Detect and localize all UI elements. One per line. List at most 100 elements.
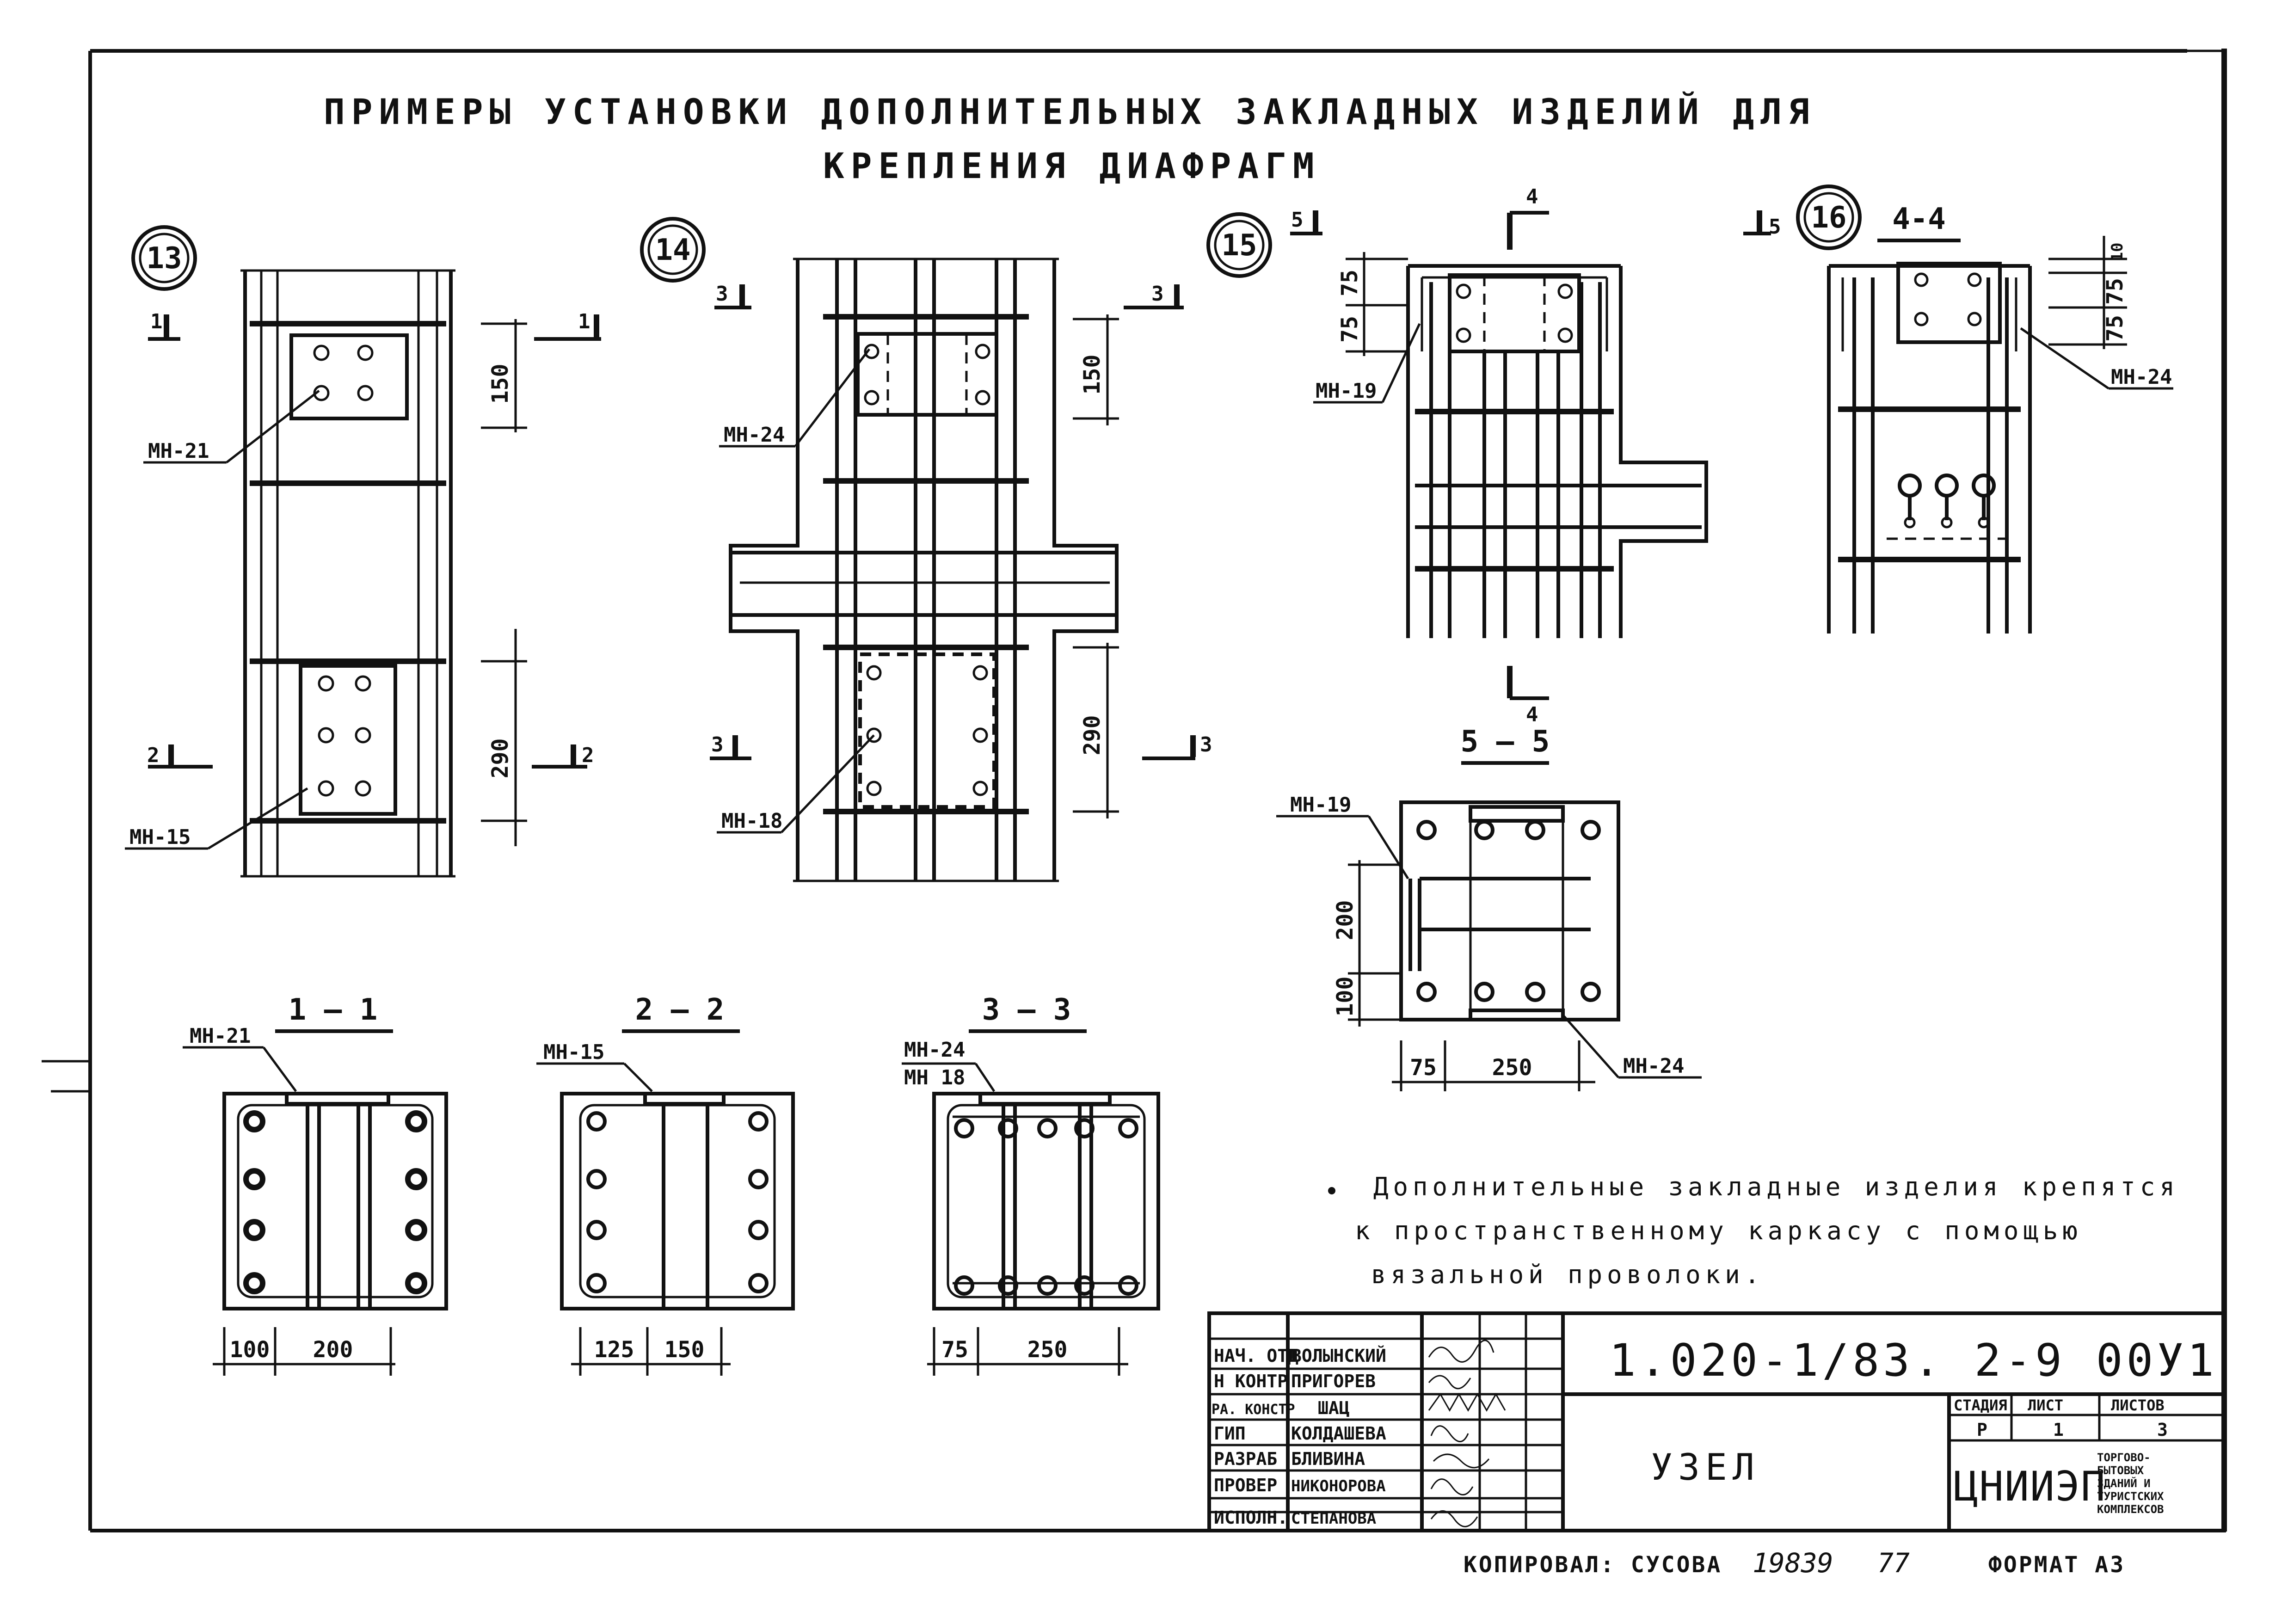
dim-150-22: 150	[664, 1337, 705, 1363]
section-2-2: 2 — 2 125 150 МН-15	[536, 993, 795, 1376]
dim-150: 150	[487, 364, 513, 404]
section-1-1: 1 — 1 100 200 МН-21	[183, 993, 448, 1376]
dim-100-55: 100	[1332, 977, 1358, 1017]
cut-mark-3-top-left: 3	[716, 282, 728, 306]
label-mn24-55: МН-24	[1623, 1054, 1684, 1078]
dim-75-55: 75	[1410, 1055, 1437, 1081]
note-line-2: к пространственному каркасу с помощью	[1355, 1216, 2082, 1245]
detail-13-number: 13	[146, 241, 182, 276]
cut-mark-3-bottom-right: 3	[1200, 733, 1212, 757]
section-3-3-label: 3 — 3	[982, 993, 1071, 1027]
plate-mn24	[856, 332, 998, 417]
tb-sheets-header: ЛИСТОВ	[2111, 1396, 2165, 1414]
footer-number: 19839	[1753, 1547, 1833, 1579]
tb-stage: Р	[1977, 1420, 1987, 1440]
dim-75-a: 75	[1337, 270, 1363, 296]
section-3-3: 3 — 3 75 250 МН-24 МН 18	[902, 993, 1160, 1376]
rebar-ring	[954, 1118, 1138, 1296]
dim-75-b: 75	[1337, 316, 1363, 343]
tb-name-6: СТЕПАНОВА	[1291, 1509, 1376, 1528]
dim-75-c: 75	[2102, 278, 2128, 305]
label-mn19-55: МН-19	[1290, 793, 1351, 817]
title-block: НАЧ. ОТД ВОЛЫНСКИЙ Н КОНТР ПРИГОРЕВ РА. …	[1207, 1311, 2226, 1532]
label-mn24-33: МН-24	[904, 1038, 965, 1062]
plate-mn21	[289, 333, 409, 420]
section-2-2-label: 2 — 2	[635, 993, 725, 1027]
dim-125-22: 125	[594, 1337, 634, 1363]
detail-15-number: 15	[1221, 228, 1257, 263]
tb-role-6: ИСПОЛН.	[1214, 1507, 1288, 1528]
label-mn15: МН-15	[129, 825, 191, 849]
plate-mn19	[1448, 273, 1581, 353]
tb-org-desc-2: ЗДАНИЙ И	[2097, 1476, 2151, 1490]
tb-role-4: РАЗРАБ	[1214, 1449, 1277, 1469]
general-note: Дополнительные закладные изделия крепятс…	[1328, 1172, 2179, 1289]
label-mn18-33: МН 18	[904, 1066, 965, 1089]
tb-org-desc-0: ТОРГОВО-	[2097, 1451, 2151, 1464]
detail-bubble-16	[1796, 185, 1862, 250]
title-line-2: КРЕПЛЕНИЯ ДИАФРАГМ	[823, 145, 1321, 186]
tb-org: ЦНИИЭП	[1954, 1463, 2106, 1510]
note-line-1: Дополнительные закладные изделия крепятс…	[1373, 1172, 2179, 1201]
label-mn15-22: МН-15	[543, 1040, 604, 1064]
detail-16-number: 16	[1811, 201, 1846, 235]
plate-mn15	[299, 664, 397, 816]
tb-name-3: КОЛДАШЕВА	[1291, 1423, 1386, 1444]
tb-stage-header: СТАДИЯ	[1954, 1396, 2007, 1414]
cut-mark-1-left: 1	[150, 310, 163, 333]
section-1-1-label: 1 — 1	[289, 993, 378, 1027]
cut-mark-1-right: 1	[578, 310, 590, 333]
footer: КОПИРОВАЛ: СУСОВА 19839 77 ФОРМАТ А3	[1464, 1547, 2125, 1579]
tb-name-0: ВОЛЫНСКИЙ	[1291, 1346, 1386, 1366]
detail-16: 5 16 4-4 10	[1743, 185, 2173, 634]
tb-sheets: 3	[2157, 1420, 2168, 1440]
dim-100-11: 100	[230, 1337, 270, 1363]
detail-13: 13 1 1 2 2	[125, 225, 601, 878]
tb-role-2: РА. КОНСТР	[1212, 1402, 1295, 1418]
cut-mark-5-left: 5	[1291, 208, 1304, 232]
dim-290: 290	[487, 738, 513, 779]
cut-mark-5-right: 5	[1769, 215, 1781, 239]
label-mn21: МН-21	[148, 439, 209, 463]
label-mn18: МН-18	[721, 809, 782, 833]
detail-bubble-14	[640, 217, 706, 283]
detail-bubble-13	[131, 225, 197, 291]
tb-drawing-name: УЗЕЛ	[1651, 1447, 1760, 1489]
rebar-circles	[586, 1111, 769, 1293]
tb-document-code: 1.020-1/83. 2-9 00У1	[1609, 1335, 2218, 1386]
tb-role-0: НАЧ. ОТД	[1214, 1346, 1298, 1366]
tb-role-1: Н КОНТР	[1214, 1371, 1288, 1391]
cut-mark-2-left: 2	[147, 744, 160, 767]
detail-14-number: 14	[655, 233, 690, 267]
footer-number-2: 77	[1877, 1547, 1910, 1579]
tb-sheet: 1	[2053, 1420, 2064, 1440]
dim-200-11: 200	[313, 1337, 353, 1363]
detail-14: 14 3 3	[640, 217, 1212, 882]
footer-copied: КОПИРОВАЛ: СУСОВА	[1464, 1552, 1722, 1578]
tb-org-desc-1: БЫТОВЫХ	[2097, 1464, 2144, 1477]
dim-250-33: 250	[1027, 1337, 1068, 1363]
plate-mn18	[858, 652, 996, 809]
cut-mark-4-top: 4	[1526, 185, 1538, 209]
detail-bubble-15	[1206, 212, 1272, 278]
dim-200-55: 200	[1332, 900, 1358, 941]
dim-250-55: 250	[1492, 1055, 1532, 1081]
tb-sheet-header: ЛИСТ	[2028, 1396, 2063, 1414]
dim-75-d: 75	[2102, 315, 2128, 342]
dim-10: 10	[2108, 243, 2127, 262]
tb-org-desc-3: ТУРИСТСКИХ	[2097, 1490, 2164, 1503]
tb-name-4: БЛИВИНА	[1291, 1449, 1365, 1469]
sheet-frame	[42, 49, 2227, 1532]
note-line-3: вязальной проволоки.	[1371, 1260, 1764, 1289]
cut-mark-3-bottom-left: 3	[711, 733, 724, 757]
cut-mark-4-bottom: 4	[1526, 703, 1538, 726]
dim-150-14: 150	[1079, 355, 1105, 395]
section-5-5-label: 5 — 5	[1461, 725, 1550, 759]
plate-mn24-16	[1896, 262, 2002, 344]
footer-format: ФОРМАТ А3	[1988, 1552, 2125, 1578]
label-mn24-14: МН-24	[724, 423, 785, 447]
cut-mark-3-top-right: 3	[1151, 282, 1164, 306]
dim-75-33: 75	[941, 1337, 968, 1363]
section-5-5: 5 — 5 200 100 75 250 МН-19 МН-24	[1276, 725, 1702, 1091]
tb-name-5: НИКОНОРОВА	[1291, 1477, 1386, 1495]
